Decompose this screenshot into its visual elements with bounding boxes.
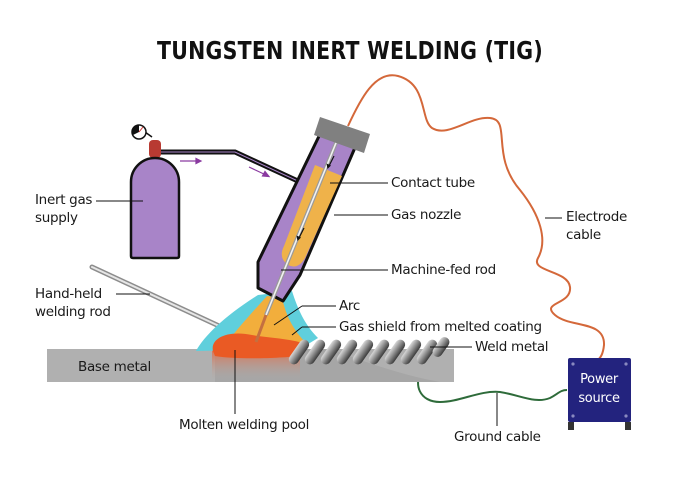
label-base-metal: Base metal (78, 359, 151, 375)
label-line: cable (566, 227, 601, 243)
label-contact-tube: Contact tube (391, 175, 475, 191)
label-power-source: Power source (568, 370, 630, 408)
label-line: welding rod (35, 304, 111, 320)
label-molten-welding-pool: Molten welding pool (179, 417, 310, 433)
diagram-title: TUNGSTEN INERT WELDING (TIG) (157, 36, 543, 65)
gas-hose (160, 149, 302, 185)
label-line: supply (35, 210, 78, 226)
leader-lines (96, 182, 562, 426)
label-inert-gas-supply: Inert gas supply (35, 191, 92, 227)
label-gas-nozzle: Gas nozzle (391, 207, 462, 223)
torch-cap (314, 117, 370, 153)
label-line: Power (580, 372, 618, 387)
label-weld-metal: Weld metal (475, 339, 549, 355)
label-gas-shield: Gas shield from melted coating (339, 319, 542, 335)
gas-cylinder (129, 124, 181, 260)
label-arc: Arc (339, 298, 361, 314)
label-ground-cable: Ground cable (454, 429, 541, 445)
label-hand-held-welding-rod: Hand-held welding rod (35, 285, 111, 321)
label-line: source (578, 391, 620, 406)
electrode-cable (347, 74, 606, 361)
welding-torch (254, 117, 370, 343)
label-line: Electrode (566, 209, 627, 225)
molten-welding-pool (212, 333, 306, 359)
label-line: Inert gas (35, 192, 93, 208)
ground-cable (417, 366, 568, 404)
power-source (568, 358, 631, 430)
label-electrode-cable: Electrode cable (566, 208, 627, 244)
label-machine-fed-rod: Machine-fed rod (391, 262, 496, 278)
arc (232, 296, 305, 344)
label-line: Hand-held (35, 286, 102, 302)
weld-metal (288, 337, 450, 365)
